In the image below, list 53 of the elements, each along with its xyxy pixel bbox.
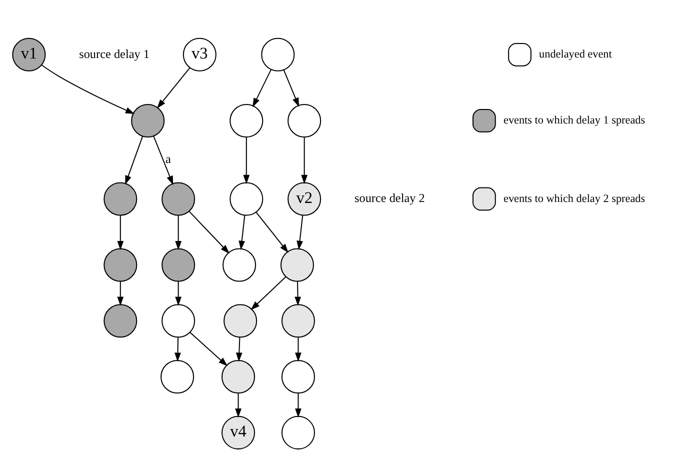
node-circle: v4 bbox=[222, 415, 256, 449]
node-circle bbox=[222, 248, 256, 282]
node-circle: v3 bbox=[182, 37, 216, 71]
arrow bbox=[252, 68, 272, 107]
arrow bbox=[156, 66, 190, 108]
node-circle bbox=[224, 304, 258, 338]
node-circle bbox=[281, 304, 315, 338]
arrow bbox=[256, 212, 288, 252]
node-circle bbox=[261, 37, 295, 71]
arrow bbox=[235, 392, 242, 418]
arrow bbox=[301, 136, 308, 184]
node-label: source delay 1 bbox=[79, 46, 150, 60]
node-circle: v2 bbox=[288, 182, 322, 216]
node-circle: v1 bbox=[12, 37, 46, 71]
edge-label: a bbox=[165, 151, 171, 166]
node-circle bbox=[160, 360, 194, 394]
node-circle bbox=[104, 304, 138, 338]
node-circle bbox=[280, 248, 314, 282]
node-circle bbox=[281, 415, 315, 449]
legend-label: events to which delay 2 spreads bbox=[504, 192, 646, 204]
arrow bbox=[243, 136, 250, 184]
arrow bbox=[174, 336, 181, 362]
node-label: source delay 2 bbox=[354, 190, 425, 205]
arrow bbox=[153, 135, 174, 185]
arrow bbox=[295, 336, 302, 362]
arrow bbox=[125, 136, 144, 184]
arrow bbox=[175, 214, 182, 250]
arrow bbox=[250, 276, 286, 310]
node-circle bbox=[230, 103, 264, 137]
legend-label: undelayed event bbox=[539, 48, 612, 60]
arrow bbox=[117, 280, 124, 306]
arrow bbox=[190, 332, 228, 366]
node-circle bbox=[131, 103, 165, 137]
node-circle bbox=[230, 182, 264, 216]
arrow bbox=[294, 280, 301, 306]
arrow bbox=[296, 214, 304, 250]
arrow bbox=[295, 392, 302, 418]
arrow bbox=[175, 280, 182, 306]
node-circle bbox=[162, 304, 196, 338]
legend-label: events to which delay 1 spreads bbox=[504, 114, 646, 126]
node-circle bbox=[281, 360, 315, 394]
arrow bbox=[117, 214, 124, 250]
node-circle bbox=[104, 248, 138, 282]
arrow bbox=[188, 210, 230, 254]
node-circle bbox=[288, 103, 322, 137]
arrow bbox=[41, 64, 135, 114]
arrow bbox=[236, 336, 242, 362]
arrow bbox=[238, 214, 246, 250]
node-circle bbox=[162, 182, 196, 216]
arrow bbox=[283, 69, 300, 106]
node-circle bbox=[222, 360, 256, 394]
node-circle bbox=[162, 248, 196, 282]
node-circle bbox=[104, 182, 138, 216]
